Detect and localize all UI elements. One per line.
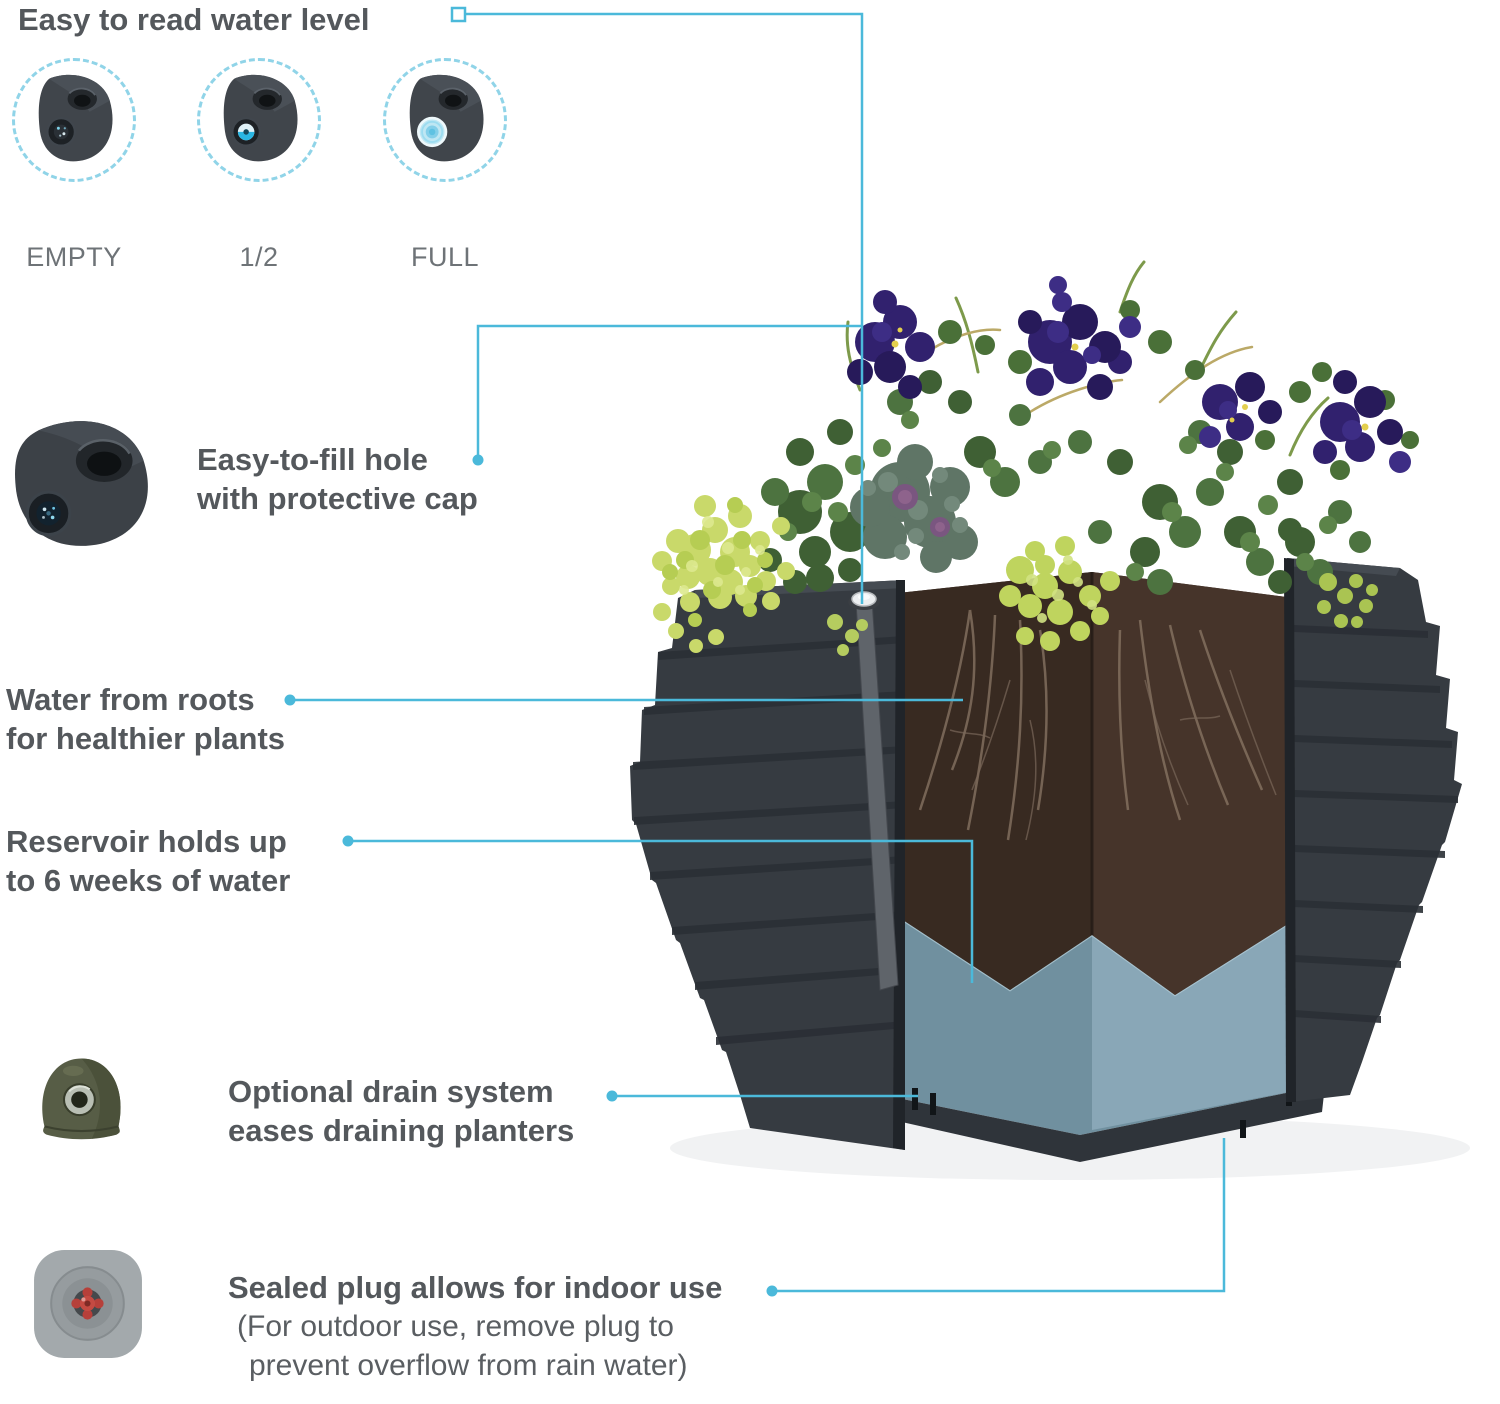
dry-grass xyxy=(928,328,1254,414)
creeping-jenny-center xyxy=(999,536,1120,651)
fill-hole-photo xyxy=(0,408,172,565)
line-start-square-marker xyxy=(450,6,467,23)
water-reservoir xyxy=(879,903,1330,1162)
sealed-plug-photo xyxy=(30,1246,146,1367)
plug-note-line2: prevent overflow from rain water) xyxy=(249,1349,688,1382)
water-level-full-image xyxy=(383,58,507,182)
callout-fill-hole-line2: with protective cap xyxy=(197,481,478,516)
callout-drain-system: Optional drain system eases draining pla… xyxy=(228,1072,574,1150)
callout-water-from-roots: Water from roots for healthier plants xyxy=(6,680,285,758)
planter-corner-empty-icon xyxy=(38,74,113,162)
callout-drain-line2: eases draining planters xyxy=(228,1113,575,1148)
callout-fill-hole: Easy-to-fill hole with protective cap xyxy=(197,440,478,518)
pansy-leaves xyxy=(938,300,1419,480)
soil-cross-section xyxy=(880,572,1310,995)
water-level-empty-image xyxy=(12,58,136,182)
sealed-plug-icon xyxy=(34,1250,142,1358)
drain-plug-icon xyxy=(42,1058,121,1140)
pansy-centers xyxy=(891,327,1369,431)
callout-sealed-plug-note: (For outdoor use, remove plug to prevent… xyxy=(237,1307,688,1385)
callout-reservoir-line1: Reservoir holds up xyxy=(6,824,287,859)
plug-note-line1: (For outdoor use, remove plug to xyxy=(237,1310,674,1343)
callout-reservoir-line2: to 6 weeks of water xyxy=(6,863,291,898)
water-level-label-half: 1/2 xyxy=(239,242,279,272)
callout-reservoir: Reservoir holds up to 6 weeks of water xyxy=(6,822,290,900)
planter-corner-half-icon xyxy=(223,74,298,162)
callout-drain-line1: Optional drain system xyxy=(228,1074,554,1109)
callout-roots-line2: for healthier plants xyxy=(6,721,286,756)
water-level-half-image xyxy=(197,58,321,182)
planter-right-shell xyxy=(1284,558,1462,1102)
page-title: Easy to read water level xyxy=(18,2,370,37)
drain-system-photo xyxy=(28,1042,136,1150)
water-level-label-full: FULL xyxy=(410,242,480,272)
water-level-label-empty: EMPTY xyxy=(26,242,122,272)
planter-corner-full-icon xyxy=(409,74,484,162)
planter-cutaway-illustration xyxy=(600,250,1500,1215)
fill-hole-corner-icon xyxy=(15,421,148,546)
callout-sealed-plug-title: Sealed plug allows for indoor use xyxy=(228,1270,723,1305)
callout-roots-line1: Water from roots xyxy=(6,682,255,717)
callout-fill-hole-line1: Easy-to-fill hole xyxy=(197,442,428,477)
